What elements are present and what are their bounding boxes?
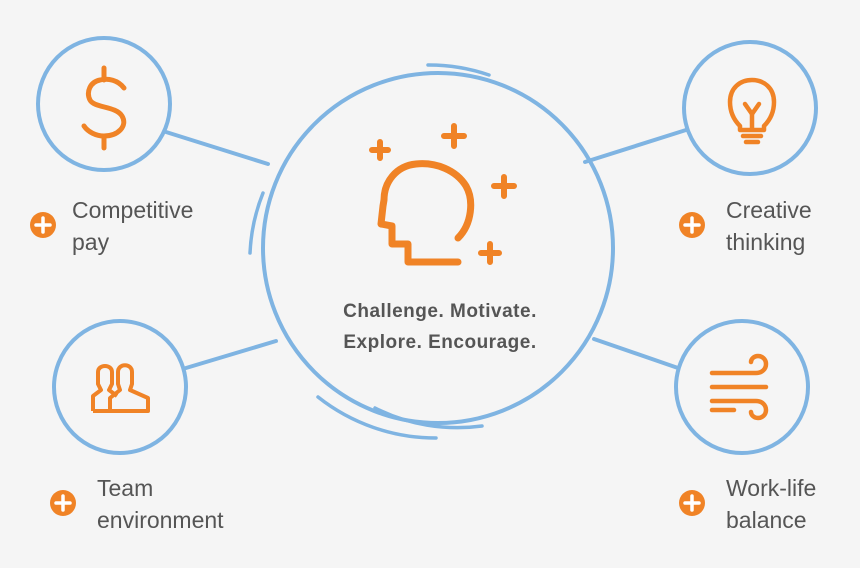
bullet-plus-icon <box>30 212 56 238</box>
label-creative-thinking: Creative thinking <box>726 194 812 258</box>
people-icon <box>91 363 150 413</box>
central-arc-bottom-outer <box>316 395 438 440</box>
connector-work-life-balance <box>592 337 680 370</box>
label-team-environment-line-1: Team <box>97 475 154 501</box>
connector-competitive-pay <box>164 130 270 166</box>
bullet-plus-icon <box>50 490 76 516</box>
central-ring <box>261 71 615 425</box>
label-competitive-pay-line-2: pay <box>72 229 110 255</box>
bullet-plus-icon <box>679 212 705 238</box>
lightbulb-icon <box>727 77 777 145</box>
head-with-plus-signs-icon <box>369 123 517 266</box>
label-work-life-balance-line-2: balance <box>726 507 807 533</box>
connectors <box>164 128 688 370</box>
plus-sign-2 <box>441 123 467 149</box>
label-creative-thinking-line-1: Creative <box>726 197 812 223</box>
center-slogan-line-2: Explore. Encourage. <box>343 332 537 353</box>
center-slogan: Challenge. Motivate. Explore. Encourage. <box>290 296 590 358</box>
connector-team-environment <box>184 339 278 370</box>
label-creative-thinking-line-2: thinking <box>726 229 806 255</box>
connector-creative-thinking <box>583 128 688 164</box>
label-work-life-balance: Work-life balance <box>726 472 816 536</box>
label-competitive-pay: Competitive pay <box>72 194 193 258</box>
bullet-plus-icon <box>679 490 705 516</box>
head-outline <box>377 160 475 266</box>
dollar-icon <box>81 65 127 151</box>
plus-sign-3 <box>491 174 517 199</box>
label-team-environment-line-2: environment <box>97 507 224 533</box>
node-ring-team-environment <box>52 319 188 455</box>
central-arc-top <box>426 63 491 77</box>
center-slogan-line-1: Challenge. Motivate. <box>343 301 537 322</box>
balance-icon <box>709 353 769 421</box>
plus-sign-1 <box>369 139 391 161</box>
node-rings <box>36 36 818 455</box>
plus-sign-4 <box>478 241 502 265</box>
node-ring-work-life-balance <box>674 319 810 455</box>
label-work-life-balance-line-1: Work-life <box>726 475 817 501</box>
label-competitive-pay-line-1: Competitive <box>72 197 194 223</box>
node-ring-creative-thinking <box>682 40 818 176</box>
central-arc-left <box>248 191 265 255</box>
node-ring-competitive-pay <box>36 36 172 172</box>
bullets <box>30 212 705 516</box>
central-arc-bottom <box>373 406 484 430</box>
label-team-environment: Team environment <box>97 472 224 536</box>
central-hub <box>248 63 615 440</box>
